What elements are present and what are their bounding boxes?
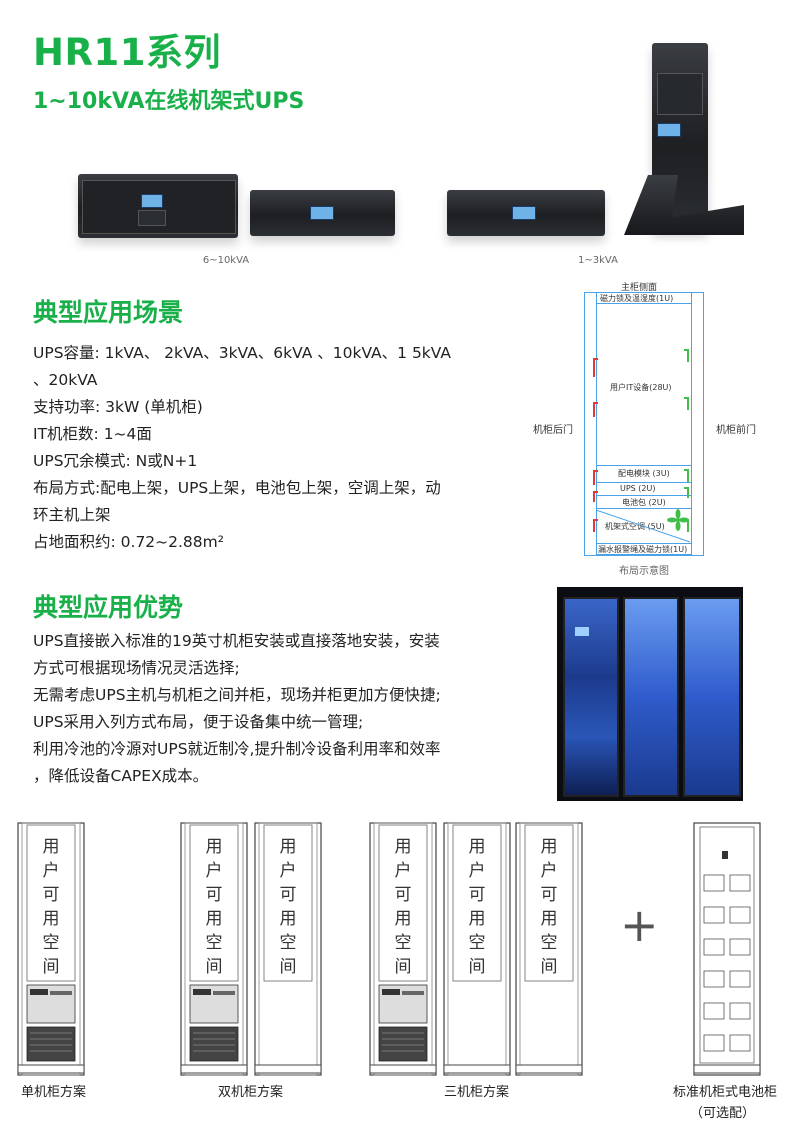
scenario-line: 占地面积约: 0.72~2.88m² — [33, 533, 224, 551]
diagram-row: 用户IT设备(28U) — [610, 383, 672, 392]
label-battery-optional: （可选配） — [690, 1106, 756, 1121]
hot-air-arrow — [593, 358, 598, 377]
hot-air-arrow — [593, 402, 598, 417]
scenario-line: 布局方式:配电上架，UPS上架，电池包上架，空调上架，动 — [33, 479, 441, 497]
caption-1-3kva: 1~3kVA — [578, 255, 618, 266]
advantage-line: 方式可根据现场情况灵活选择; — [33, 659, 240, 677]
user-space-text: 用户可用空间 — [42, 837, 60, 977]
user-space-text: 用户可用空间 — [468, 837, 486, 977]
cabinet-drawings — [17, 822, 761, 1076]
battery-cabinet — [693, 822, 761, 1076]
scenario-line: 环主机上架 — [33, 506, 111, 524]
user-space-text: 用户可用空间 — [540, 837, 558, 977]
advantage-line: 无需考虑UPS主机与机柜之间并柜，现场并柜更加方便快捷; — [33, 686, 441, 704]
diagram-row-box — [596, 495, 692, 509]
hot-air-arrow — [593, 470, 598, 485]
diagram-row: 机架式空调 (5U) — [605, 522, 665, 531]
cold-air-arrow — [684, 469, 689, 482]
page-subtitle: 1~10kVA在线机架式UPS — [33, 89, 305, 114]
diagram-row: 漏水报警绳及磁力锁(1U) — [598, 545, 688, 554]
label-single-cabinet: 单机柜方案 — [21, 1085, 87, 1100]
front-door-label: 机柜前门 — [716, 425, 756, 436]
double-cabinet — [180, 822, 322, 1076]
page-title: HR11系列 — [33, 31, 221, 74]
hot-air-arrow — [593, 519, 598, 532]
label-double-cabinet: 双机柜方案 — [218, 1085, 284, 1100]
label-battery-cabinet: 标准机柜式电池柜 — [673, 1085, 778, 1100]
scenario-line: IT机柜数: 1~4面 — [33, 425, 152, 443]
diagram-row: 磁力锁及温湿度(1U) — [600, 294, 674, 303]
diagram-title: 主柜侧面 — [621, 283, 658, 293]
user-space-text: 用户可用空间 — [205, 837, 223, 977]
diagram-row: 电池包 (2U) — [622, 498, 666, 507]
cold-air-arrow — [684, 397, 689, 410]
airflow-arrows — [593, 349, 691, 543]
diagram-row: 配电模块 (3U) — [618, 469, 670, 478]
scenario-line: 支持功率: 3kW (单机柜) — [33, 398, 203, 416]
micro-datacenter-photo — [557, 587, 743, 801]
scenario-line: 、20kVA — [33, 371, 98, 389]
fan-icon — [667, 509, 689, 531]
advantage-line: 利用冷池的冷源对UPS就近制冷,提升制冷设备利用率和效率 — [33, 740, 441, 758]
hot-air-arrow — [593, 491, 598, 502]
diagonal-divider — [595, 509, 691, 543]
advantage-line: UPS采用入列方式布局，便于设备集中统一管理; — [33, 713, 364, 731]
user-space-text: 用户可用空间 — [394, 837, 412, 977]
cold-air-arrow — [684, 349, 689, 362]
scenario-line: UPS容量: 1kVA、 2kVA、3kVA、6kVA 、10kVA、1 5kV… — [33, 344, 452, 362]
scenario-heading: 典型应用场景 — [33, 298, 184, 327]
scenario-text: UPS容量: 1kVA、 2kVA、3kVA、6kVA 、10kVA、1 5kV… — [33, 340, 451, 556]
scenario-line: UPS冗余模式: N或N+1 — [33, 452, 198, 470]
advantages-text: UPS直接嵌入标准的19英寸机柜安装或直接落地安装，安装 方式可根据现场情况灵活… — [33, 628, 441, 790]
rear-door-label: 机柜后门 — [533, 425, 573, 436]
user-space-text: 用户可用空间 — [279, 837, 297, 977]
diagram-row-box — [596, 292, 692, 304]
plus-icon: + — [620, 898, 659, 952]
label-triple-cabinet: 三机柜方案 — [444, 1085, 510, 1100]
diagram-row: UPS (2U) — [620, 484, 656, 493]
diagram-caption: 布局示意图 — [619, 566, 669, 577]
advantage-line: UPS直接嵌入标准的19英寸机柜安装或直接落地安装，安装 — [33, 632, 440, 650]
caption-6-10kva: 6~10kVA — [202, 255, 250, 266]
advantage-line: ，降低设备CAPEX成本。 — [33, 767, 209, 785]
diagram-row-box — [596, 543, 692, 555]
cold-air-arrow — [684, 487, 689, 498]
advantages-heading: 典型应用优势 — [33, 593, 184, 622]
